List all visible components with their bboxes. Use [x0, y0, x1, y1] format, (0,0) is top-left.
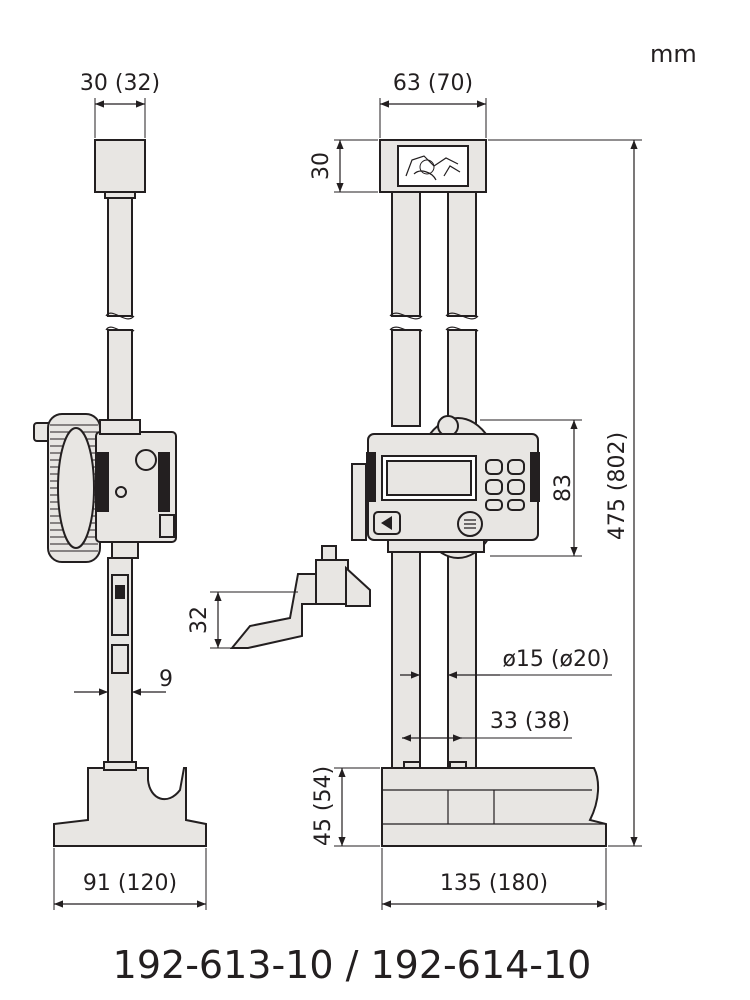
side-dial-knob: [33, 413, 101, 563]
front-view: 63 (70) 30 83 475 (802) 32 ø15 (ø20) 33 …: [187, 71, 642, 910]
dim-front-scriber-height: 32: [187, 606, 212, 634]
side-base: [53, 767, 207, 847]
function-buttons: [485, 459, 525, 511]
dim-front-overall-height: 475 (802): [605, 432, 630, 540]
front-column-left: [391, 191, 421, 317]
dim-front-top-height: 30: [309, 152, 334, 180]
side-slider-body: [95, 419, 177, 559]
dim-side-base-width: 91 (120): [83, 871, 177, 896]
dim-front-column-spacing: 33 (38): [490, 709, 570, 734]
side-view: 30 (32) 9 91 (120): [33, 71, 207, 910]
dim-side-top-width: 30 (32): [80, 71, 160, 96]
dim-front-base-height: 45 (54): [311, 766, 336, 846]
digital-display-unit: [366, 433, 540, 541]
dim-front-display-height: 83: [551, 474, 576, 502]
dim-front-top-width: 63 (70): [393, 71, 473, 96]
unit-label: mm: [650, 40, 697, 68]
dim-side-column-width: 9: [159, 667, 173, 692]
dim-front-base-width: 135 (180): [440, 871, 548, 896]
mitutoyo-logo: [397, 145, 469, 187]
dim-front-column-diameter: ø15 (ø20): [502, 647, 609, 672]
scriber-arm: [229, 463, 371, 649]
model-title: 192-613-10 / 192-614-10: [113, 943, 592, 987]
front-column-right: [447, 191, 477, 317]
side-column-upper: [107, 197, 133, 317]
side-top-cap: [94, 139, 146, 193]
front-base: [381, 761, 607, 847]
